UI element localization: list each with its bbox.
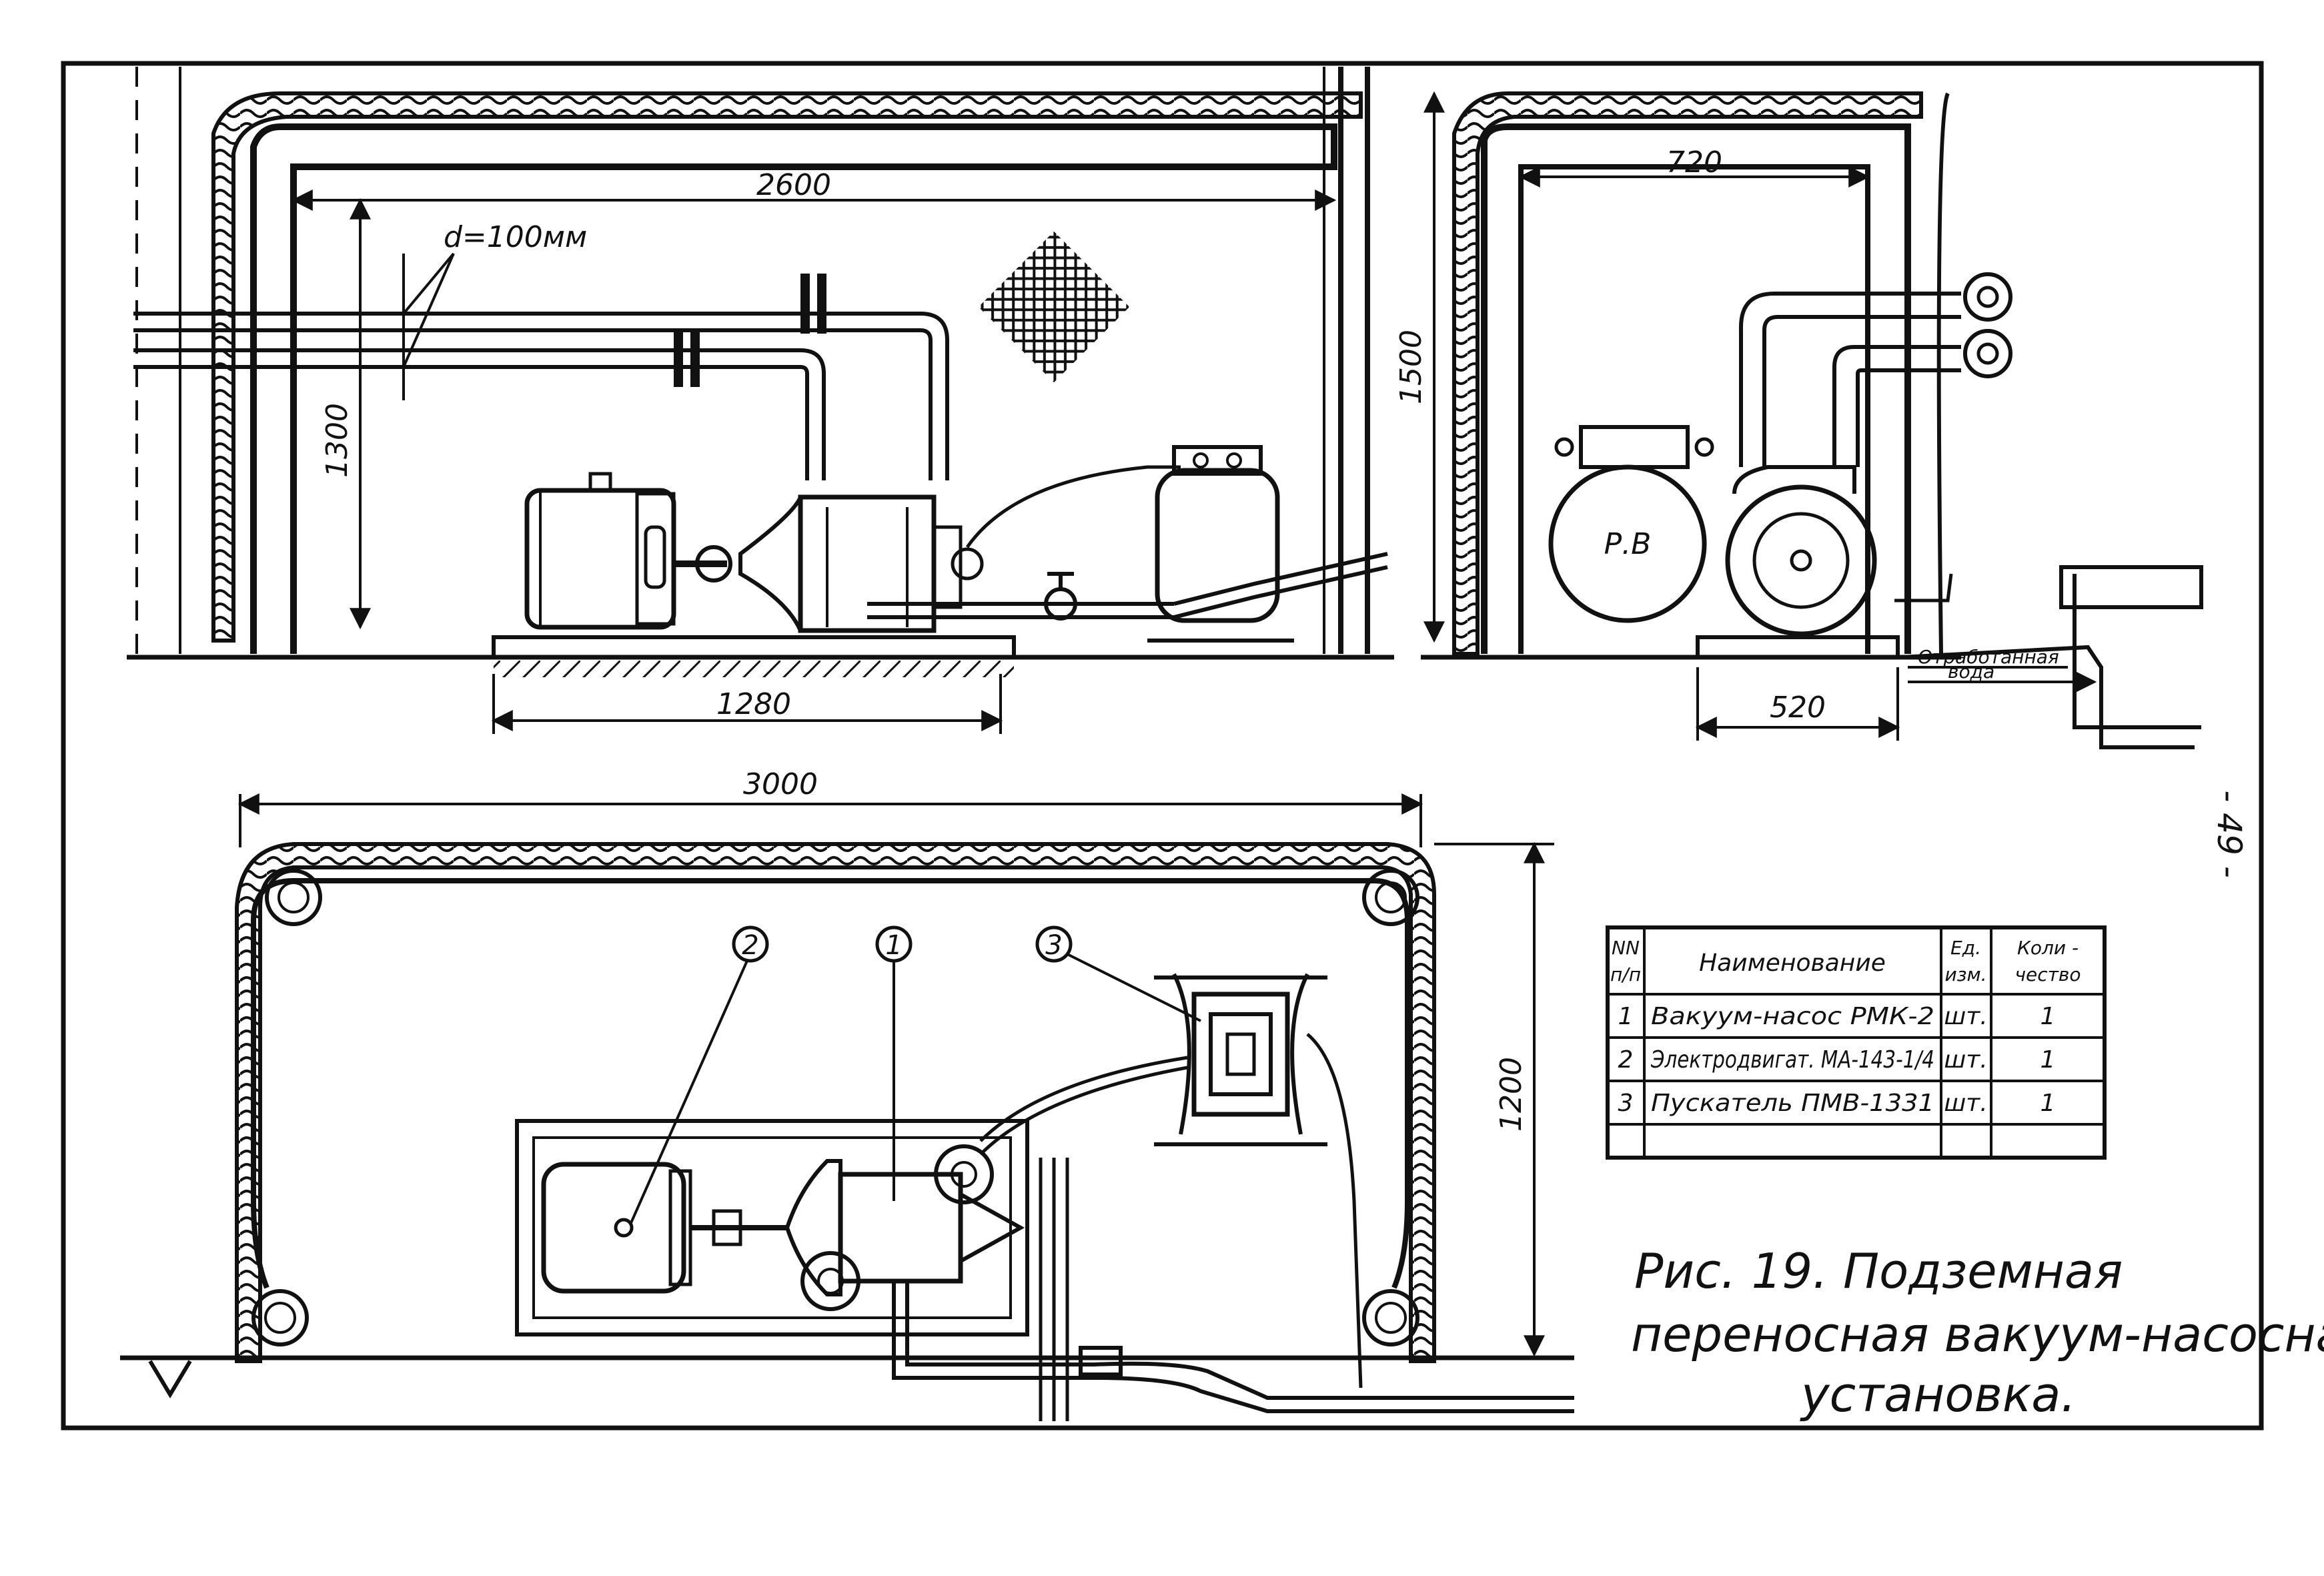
plan-view: 2 1 3 3000 1200 [120,767,1574,1421]
motor-label: Р.В [1604,527,1652,561]
table-header-num-2: п/п [1610,963,1641,986]
plan-view-pipes [1039,1158,1069,1421]
side-view-pump [738,494,984,633]
callout-2: 2 [742,930,758,961]
end-view: Р.В 720 1500 520 Отработанная вода [1394,91,2203,749]
side-view-base-plate [492,635,1016,659]
end-view-timber-frame [1481,123,1911,654]
dim-plan-height: 1200 [1494,1057,1528,1132]
end-view-discharge-pipe [1832,345,1961,467]
plan-view-cable [979,1066,1188,1156]
side-view-rock-top [211,91,1363,643]
page-number: - 49 - [2210,790,2249,878]
side-view-cable [965,465,1181,548]
spec-table: NN п/п Наименование Ед. изм. Коли - чест… [1606,925,2107,1160]
dim-side-height: 1300 [320,403,354,478]
table-row-num: 2 [1618,1046,1634,1074]
side-view-starter [1147,445,1294,643]
table-header-num-1: NN [1612,937,1640,959]
figure-caption-line-3: установка. [1800,1366,2076,1423]
table-header-unit-2: изм. [1944,963,1986,986]
table-row-name: Электродвигат. МА-143-1/4 [1650,1046,1934,1074]
pump-flange-icon [934,1144,994,1204]
figure-caption-line-1: Рис. 19. Подземная [1634,1243,2123,1299]
dim-pipe-diameter: d=100мм [444,220,587,254]
end-view-suction-pipe [1739,292,1961,467]
flange-icon [1963,329,2012,378]
table-header-unit-1: Ед. [1950,937,1981,959]
table-header-qty-2: чество [2014,963,2081,986]
end-view-starter: Р.В [1548,425,1714,623]
hatched-area [978,231,1130,383]
plan-view-pump [785,1144,1025,1311]
plan-view-motor [541,1162,787,1294]
table-row-name: Пускатель ПМВ-1331 [1651,1090,1934,1117]
dim-end-base: 520 [1770,691,1826,725]
corner-post-icon [251,1289,309,1346]
dim-plan-width: 3000 [743,767,818,801]
side-view-motor [524,472,732,630]
table-row-qty: 1 [2041,1003,2056,1030]
dim-side-base: 1280 [716,687,791,721]
figure-caption-line-2: переносная вакуум-насосная [1631,1306,2324,1362]
callout-1: 1 [885,930,902,961]
plan-view-starter [1154,973,1327,1146]
dim-end-height: 1500 [1394,330,1428,404]
sheet-frame [61,61,2264,1431]
side-view-timber-frame [250,123,1337,654]
table-row-qty: 1 [2041,1046,2056,1074]
pump-flange-icon [800,1251,860,1311]
drain-label-2: вода [1948,661,1994,683]
table-row-qty: 1 [2041,1090,2056,1117]
dim-end-width: 720 [1666,145,1722,179]
callout-3: 3 [1045,930,1062,961]
corner-post-icon [1362,869,1419,926]
suction-pipe [133,312,949,480]
plan-view-rock-lining [235,842,1436,1363]
table-header-qty-1: Коли - [2017,937,2079,959]
flange-icon [1963,272,2012,322]
table-row-num: 3 [1618,1090,1634,1117]
table-row-unit: шт. [1944,1046,1987,1074]
corner-post-icon [1362,1289,1419,1346]
drain-label-1: Отработанная [1918,646,2059,668]
discharge-pipe [133,348,826,480]
plan-view-lining-inner [251,878,1410,1289]
table-row-unit: шт. [1944,1003,1987,1030]
table-row-name: Вакуум-насос РМК-2 [1651,1003,1934,1030]
corner-post-icon [265,869,322,926]
end-view-rock-top [1452,91,1923,656]
table-header-name: Наименование [1699,949,1886,977]
dim-side-width: 2600 [756,168,831,202]
table-row-num: 1 [1618,1003,1634,1030]
side-view: 2600 1300 d=100мм 1280 [127,67,1394,734]
drain-v-icon [148,1360,192,1399]
table-row-unit: шт. [1944,1090,1987,1117]
plan-view-base-frame [515,1119,1029,1336]
end-view-motor [1725,465,1877,637]
drain-channel [1900,645,2195,749]
end-view-base [1696,635,1900,659]
